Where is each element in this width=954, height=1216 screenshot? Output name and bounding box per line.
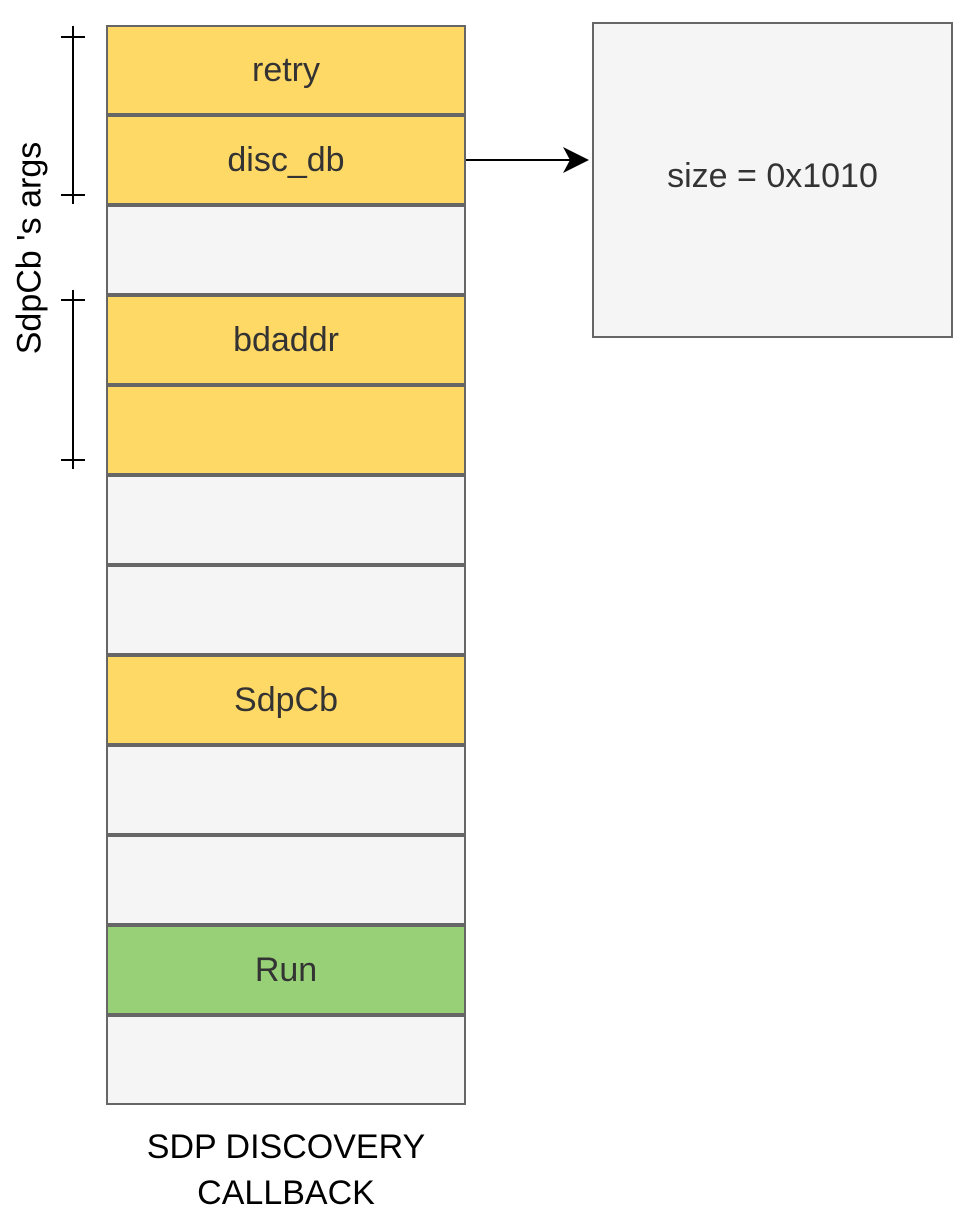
stack-cell-empty bbox=[106, 205, 466, 295]
cell-label: disc_db bbox=[227, 140, 345, 179]
buffer-size-label: size = 0x1010 bbox=[667, 156, 878, 195]
cell-label: SdpCb bbox=[234, 680, 338, 719]
stack-caption: SDP DISCOVERY CALLBACK bbox=[106, 1124, 466, 1216]
stack-cell-empty bbox=[106, 745, 466, 835]
stack-cell-empty bbox=[106, 835, 466, 925]
stack-cell-sdpcb: SdpCb bbox=[106, 655, 466, 745]
args-bracket-bottom bbox=[61, 290, 85, 469]
stack-cell-bdaddr: bdaddr bbox=[106, 295, 466, 385]
stack-cell-disc-db: disc_db bbox=[106, 115, 466, 205]
cell-label: bdaddr bbox=[233, 320, 339, 359]
stack-cell-bdaddr-cont bbox=[106, 385, 466, 475]
stack-cell-empty bbox=[106, 565, 466, 655]
args-bracket-top bbox=[61, 26, 85, 204]
caption-line-2: CALLBACK bbox=[197, 1174, 375, 1212]
pointer-arrow bbox=[466, 147, 589, 173]
stack-cell-empty bbox=[106, 475, 466, 565]
disc-db-buffer-box: size = 0x1010 bbox=[592, 22, 953, 338]
stack-cell-empty bbox=[106, 1015, 466, 1105]
caption-line-1: SDP DISCOVERY bbox=[146, 1128, 426, 1166]
cell-label: Run bbox=[254, 950, 318, 989]
stack-cell-run: Run bbox=[106, 925, 466, 1015]
stack-cell-retry: retry bbox=[106, 25, 466, 115]
cell-label: retry bbox=[252, 50, 320, 89]
